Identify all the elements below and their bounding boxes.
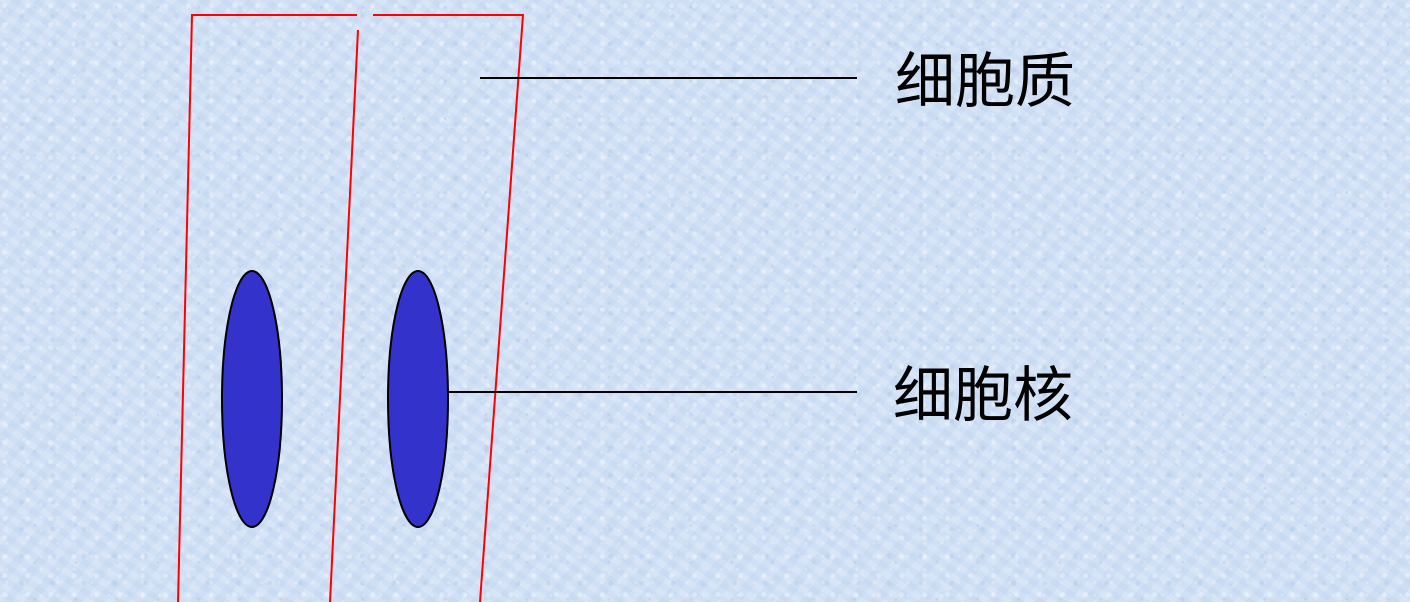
nucleus-label: 细胞核 [893,361,1073,431]
left-cell-outline [177,14,357,602]
right-nucleus [387,270,449,528]
cytoplasm-label: 细胞质 [895,47,1075,117]
dividing-wall [329,29,359,602]
left-nucleus [221,270,283,528]
right-cell-outline [373,14,525,602]
